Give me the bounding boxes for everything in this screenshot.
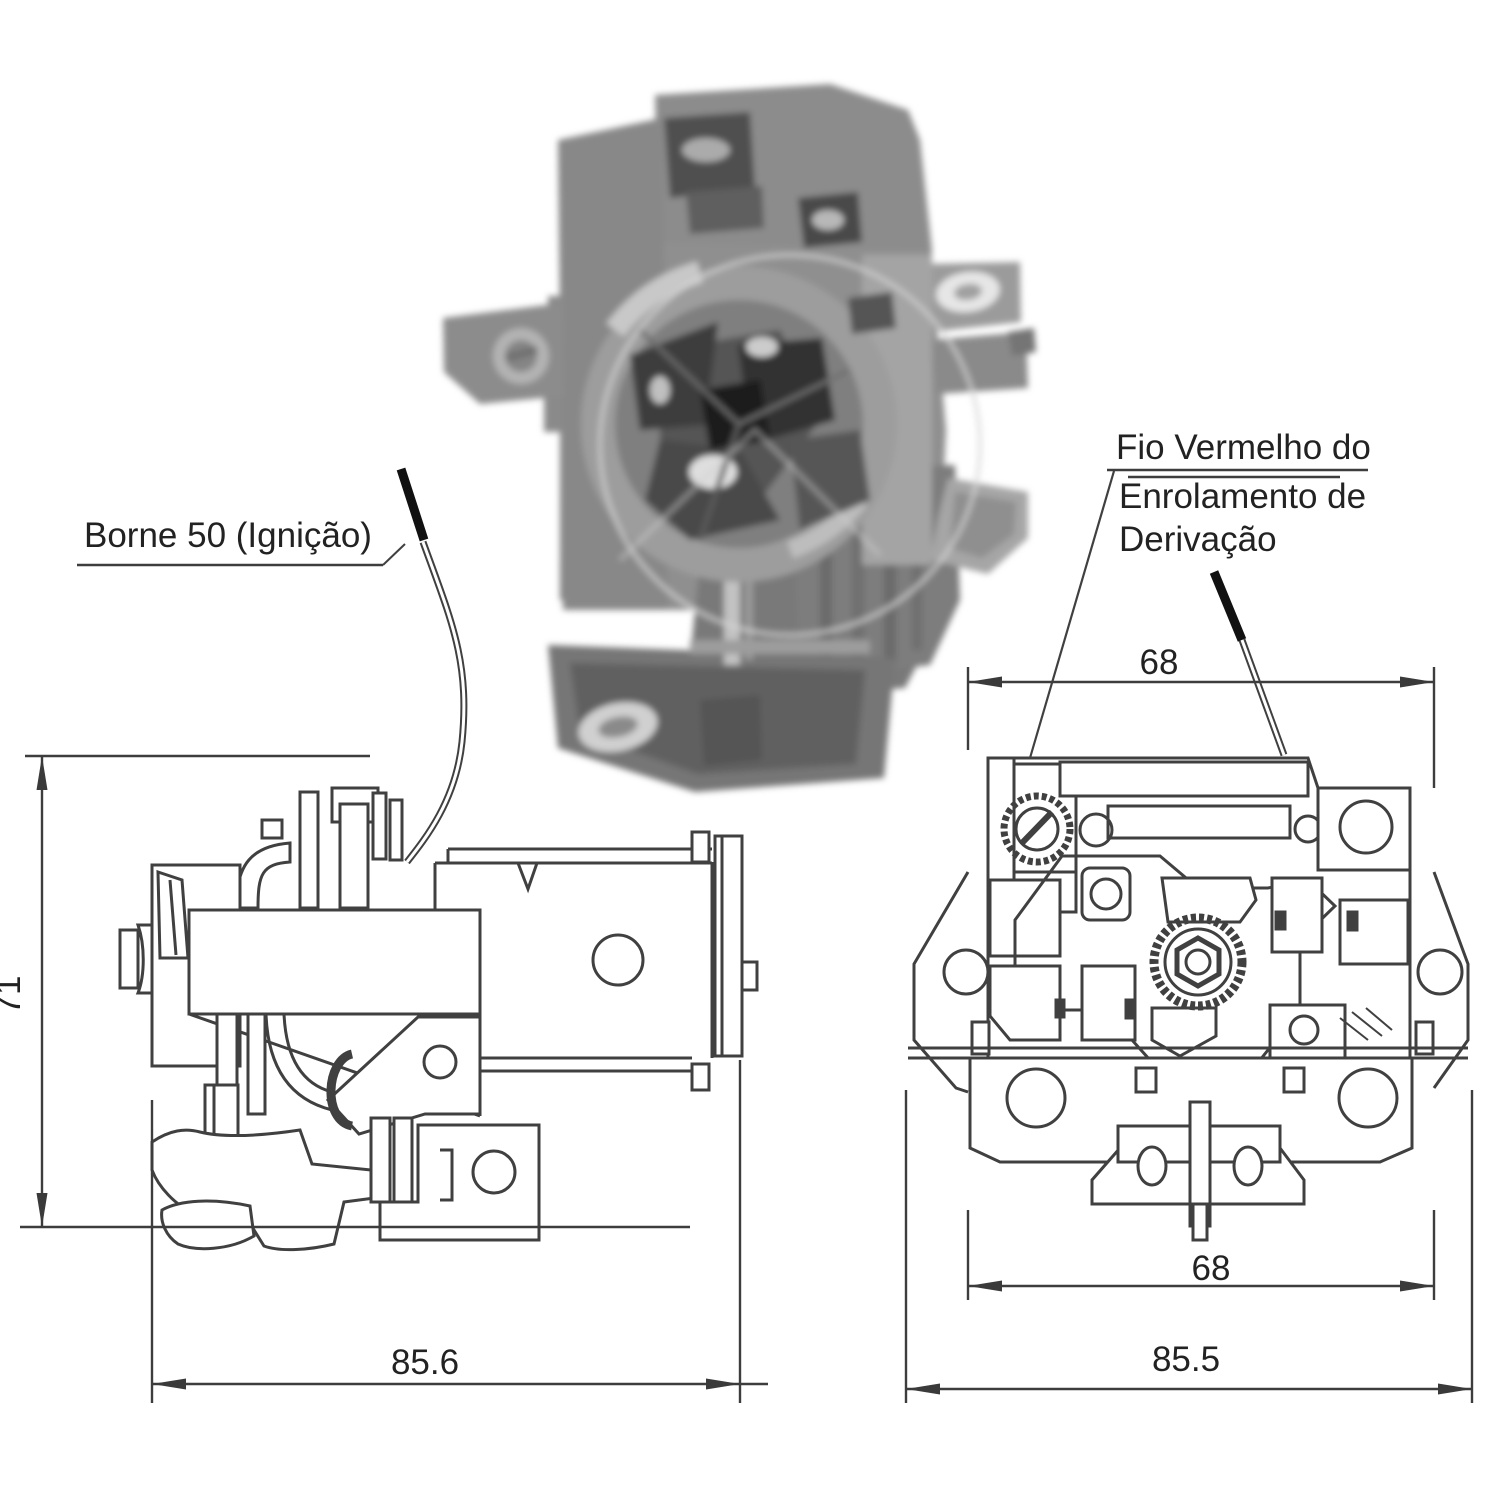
svg-text:85.6: 85.6 <box>391 1343 459 1382</box>
svg-text:Borne 50 (Ignição): Borne 50 (Ignição) <box>84 516 372 555</box>
svg-text:85.5: 85.5 <box>1152 1340 1220 1379</box>
svg-text:71: 71 <box>0 976 28 1015</box>
svg-text:Derivação: Derivação <box>1119 520 1277 559</box>
svg-text:Fio Vermelho do: Fio Vermelho do <box>1116 428 1371 467</box>
svg-text:Enrolamento de: Enrolamento de <box>1119 477 1366 516</box>
svg-text:68: 68 <box>1140 643 1179 682</box>
svg-text:68: 68 <box>1192 1249 1231 1288</box>
